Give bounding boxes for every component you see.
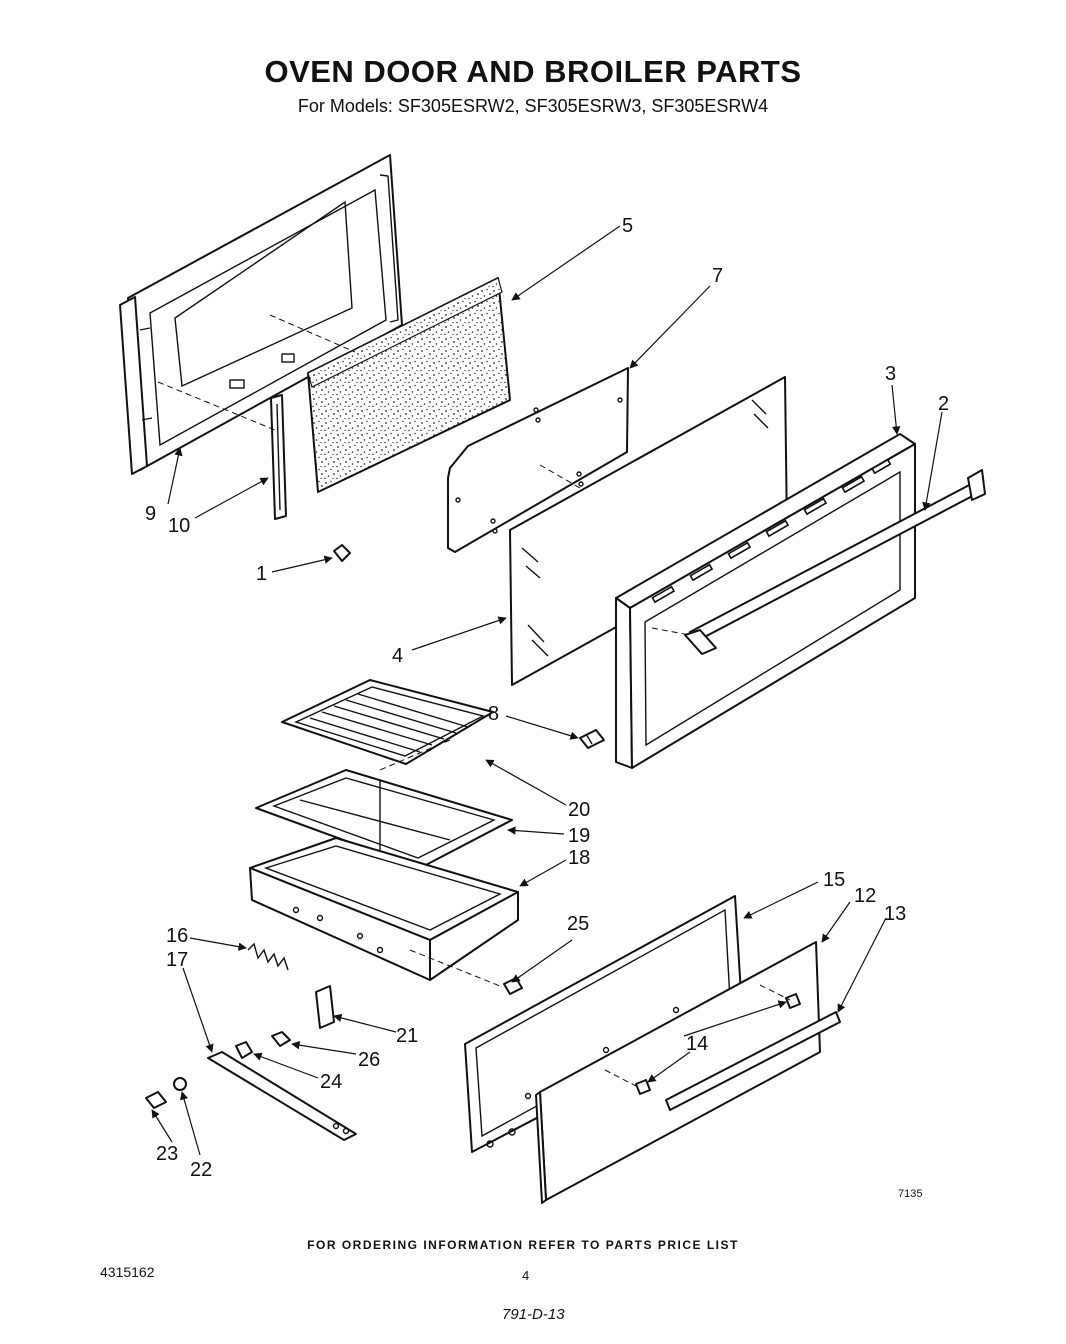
part-slide-arm [207, 1051, 357, 1141]
part-inner-glass [447, 367, 629, 553]
callout-8: 8 [488, 703, 499, 725]
part-washer [173, 1077, 187, 1091]
part-clip-25 [503, 977, 523, 995]
callout-26: 26 [358, 1049, 380, 1071]
part-screw-26 [271, 1031, 291, 1047]
callout-4: 4 [392, 645, 403, 667]
callout-17: 17 [166, 949, 188, 971]
callout-21: 21 [396, 1025, 418, 1047]
part-screw-1 [333, 544, 351, 562]
callout-25: 25 [567, 913, 589, 935]
callout-16: 16 [166, 925, 188, 947]
part-door-insulation [307, 277, 511, 493]
part-bolt [145, 1091, 167, 1109]
part-door-handle [684, 469, 986, 655]
callout-23: 23 [156, 1143, 178, 1165]
part-drawer-handle [665, 1011, 841, 1111]
callout-1: 1 [256, 563, 267, 585]
callout-12: 12 [854, 885, 876, 907]
model-list: For Models: SF305ESRW2, SF305ESRW3, SF30… [297, 96, 769, 116]
callout-13: 13 [884, 903, 906, 925]
part-hinge-clip [579, 729, 605, 749]
callout-20: 20 [568, 799, 590, 821]
part-outer-door-panel [615, 433, 916, 769]
handwritten-code: 791-D-13 [502, 1306, 565, 1323]
callout-22: 22 [190, 1159, 212, 1181]
part-latch [315, 985, 335, 1029]
callout-9: 9 [145, 503, 156, 525]
callout-10: 10 [168, 515, 190, 537]
page-title: OVEN DOOR AND BROILER PARTS [264, 54, 802, 89]
document-number: 4315162 [100, 1264, 155, 1280]
part-broiler-pan [249, 837, 519, 981]
part-fasteners-14 [635, 993, 801, 1095]
assembly-lines [157, 314, 791, 1089]
callout-labels: 5 7 3 2 9 10 1 4 8 20 19 18 15 12 13 25 … [145, 215, 949, 1181]
leader-lines [151, 225, 943, 1156]
exploded-parts-diagram: 5 7 3 2 9 10 1 4 8 20 19 18 15 12 13 25 … [119, 154, 986, 1204]
callout-3: 3 [885, 363, 896, 385]
drawing-reference-code: 7135 [898, 1188, 923, 1200]
callout-24: 24 [320, 1071, 342, 1093]
callout-18: 18 [568, 847, 590, 869]
part-door-channel [270, 394, 287, 520]
callout-5: 7 [712, 265, 723, 287]
page-number: 4 [522, 1268, 530, 1283]
part-drawer-outer-panel [535, 941, 821, 1204]
ordering-note: FOR ORDERING INFORMATION REFER TO PARTS … [307, 1238, 739, 1252]
callout-15: 15 [823, 869, 845, 891]
part-spring [247, 942, 289, 971]
part-nut-24 [235, 1041, 253, 1059]
callout-19: 19 [568, 825, 590, 847]
callout-2: 2 [938, 393, 949, 415]
callout-14: 14 [686, 1033, 708, 1055]
part-broiler-grid [281, 679, 494, 765]
callout-7: 5 [622, 215, 633, 237]
